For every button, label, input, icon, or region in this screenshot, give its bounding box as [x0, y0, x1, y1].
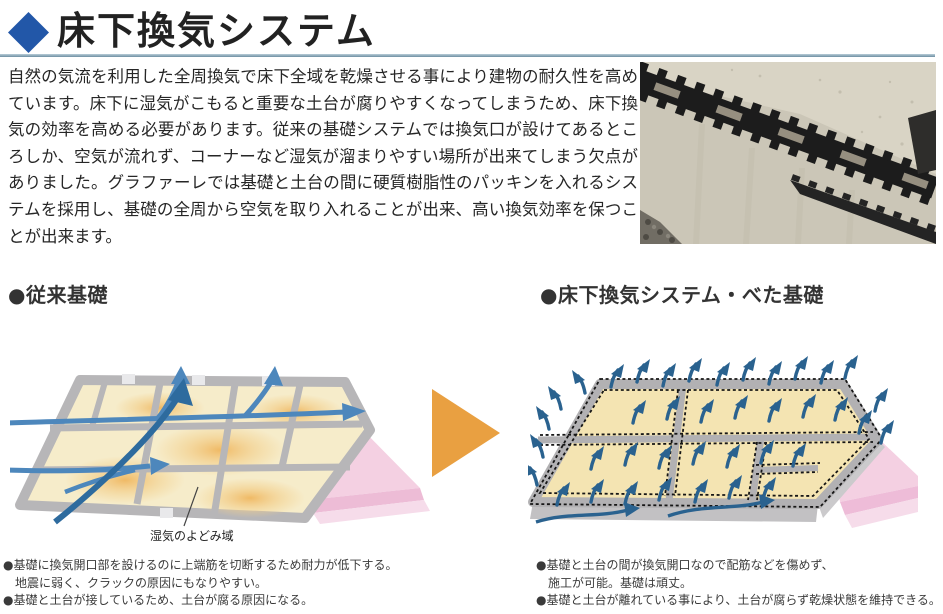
- ventilation-foundation-diagram: [528, 353, 918, 528]
- note-line: 施工が可能。基礎は頑丈。: [536, 575, 693, 590]
- conventional-foundation-diagram: [10, 366, 430, 527]
- foundation-packing-photo: [630, 61, 942, 245]
- note-line: ●基礎に換気開口部を設けるのに上端筋を切断するため耐力が低下する。: [3, 558, 398, 572]
- title-underline: [0, 54, 935, 57]
- notes-ventilation: ●基礎と土台の間が換気開口なので配筋などを傷めず、 施工が可能。基礎は頑丈。 ●…: [536, 557, 942, 610]
- heading-ventilation-system: ●床下換気システム・べた基礎: [540, 283, 824, 307]
- foundation-packing-photo-graphic: [630, 61, 942, 245]
- transition-arrow-icon: [432, 389, 500, 477]
- intro-paragraph: 自然の気流を利用した全周換気で床下全域を乾燥させる事により建物の耐久性を高めてい…: [8, 67, 638, 246]
- notes-conventional: ●基礎に換気開口部を設けるのに上端筋を切断するため耐力が低下する。 地震に弱く、…: [3, 557, 473, 610]
- note-line: ●基礎と土台が接しているため、土台が腐る原因になる。: [3, 593, 314, 607]
- diagram-caption-moisture: 湿気のよどみ域: [150, 529, 234, 543]
- diamond-icon: [7, 11, 50, 53]
- page-header: 床下換気システム: [6, 6, 376, 56]
- note-line: ●基礎と土台の間が換気開口なので配筋などを傷めず、: [536, 558, 834, 572]
- heading-conventional-foundation: ●従来基礎: [8, 283, 108, 307]
- page-title: 床下換気システム: [57, 8, 376, 53]
- note-line: ●基礎と土台が離れている事により、土台が腐らず乾燥状態を維持できる。: [536, 593, 941, 607]
- note-line: 地震に弱く、クラックの原因にもなりやすい。: [3, 575, 268, 590]
